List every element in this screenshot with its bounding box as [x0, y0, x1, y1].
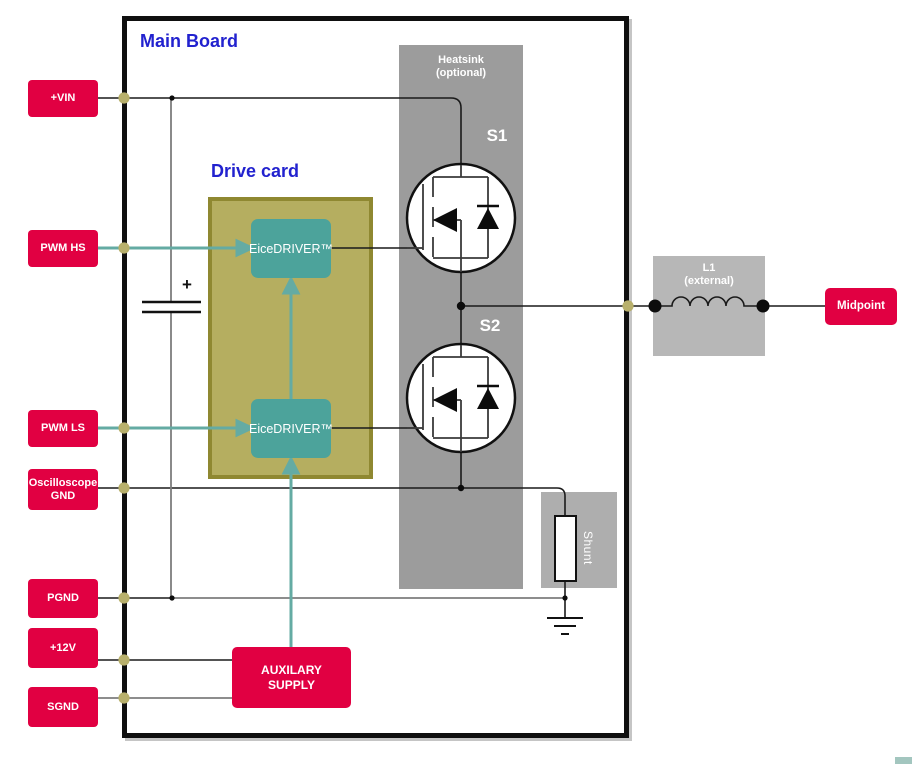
- terminal-pwm-hs: PWM HS: [28, 230, 98, 267]
- inductor-symbol: [655, 296, 763, 307]
- eicedriver-ls-block: EiceDRIVER™: [248, 399, 334, 458]
- aux-supply-block: AUXILARY SUPPLY: [232, 647, 351, 708]
- heatsink-note: (optional): [435, 67, 487, 79]
- aux-supply-line2: SUPPLY: [268, 677, 315, 692]
- main-board-title: Main Board: [140, 31, 239, 51]
- midpoint-label: Midpoint: [825, 288, 897, 325]
- terminal-pwm-ls: PWM LS: [28, 410, 98, 447]
- terminal-osc-gnd: Oscilloscope GND: [28, 469, 98, 510]
- terminal-sgnd: SGND: [28, 687, 98, 727]
- capacitor-plus-sign: +: [182, 275, 192, 294]
- shunt-resistor-symbol: [554, 515, 577, 582]
- eicedriver-hs-label: EiceDRIVER™: [248, 241, 334, 256]
- terminal-vin: +VIN: [28, 80, 98, 117]
- mosfet-s2-symbol: [405, 342, 517, 454]
- ground-symbol: [547, 617, 583, 635]
- eicedriver-hs-block: EiceDRIVER™: [248, 219, 334, 278]
- terminal-pgnd: PGND: [28, 579, 98, 618]
- drive-card-title: Drive card: [211, 161, 300, 181]
- inductor-note: (external): [684, 275, 734, 287]
- capacitor-symbol: [142, 300, 201, 314]
- teal-corner-fragment: [895, 757, 912, 764]
- inductor-label: L1: [702, 262, 716, 274]
- heatsink-label: Heatsink: [438, 54, 484, 66]
- terminal-12v: +12V: [28, 628, 98, 668]
- wire-to-shunt: [461, 487, 566, 516]
- eicedriver-ls-label: EiceDRIVER™: [248, 421, 334, 436]
- switch-s1-label: S1: [486, 126, 508, 145]
- mosfet-s1-symbol: [405, 162, 517, 274]
- switch-s2-label: S2: [479, 316, 501, 335]
- connector-dots: [118, 92, 634, 704]
- main-board-outline: [122, 16, 629, 738]
- shunt-block: [541, 492, 617, 588]
- shunt-label: Shunt: [581, 531, 595, 565]
- junction-dots: [169, 95, 770, 601]
- aux-supply-line1: AUXILARY: [261, 662, 322, 677]
- wire-vin: [98, 97, 462, 165]
